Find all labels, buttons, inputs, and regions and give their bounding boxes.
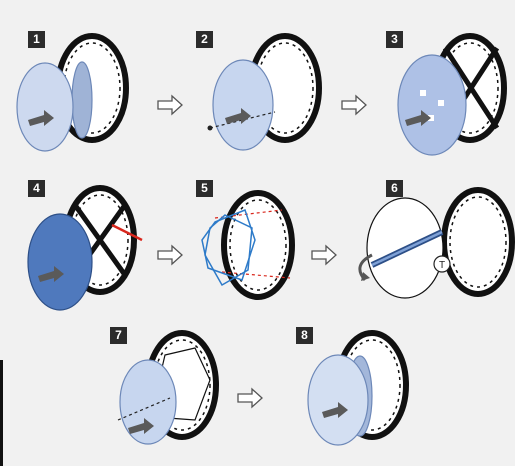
step-3-number: 3 xyxy=(386,31,403,48)
step-7-illustration xyxy=(118,333,216,444)
step-1-illustration xyxy=(17,36,126,151)
flow-arrow-2-3 xyxy=(342,96,366,114)
step-7-number: 7 xyxy=(110,327,127,344)
step-6-number: 6 xyxy=(386,180,403,197)
flow-arrow-7-8 xyxy=(238,389,262,407)
step-5-number: 5 xyxy=(196,180,213,197)
flow-arrow-1-2 xyxy=(158,96,182,114)
flow-arrow-5-6 xyxy=(312,246,336,264)
step-4-illustration xyxy=(28,188,142,310)
step-3-illustration xyxy=(398,36,504,155)
step-2-illustration xyxy=(208,36,320,150)
step-1-number: 1 xyxy=(28,31,45,48)
step-8-number: 8 xyxy=(296,327,313,344)
step-6-illustration: T xyxy=(360,190,512,298)
page-edge-strip xyxy=(0,360,3,466)
step-5-illustration xyxy=(202,193,292,297)
step-2-number: 2 xyxy=(196,31,213,48)
step-4-number: 4 xyxy=(28,180,45,197)
step-8-illustration xyxy=(308,333,406,445)
tool-callout-label: T xyxy=(439,260,445,271)
flow-arrow-4-5 xyxy=(158,246,182,264)
